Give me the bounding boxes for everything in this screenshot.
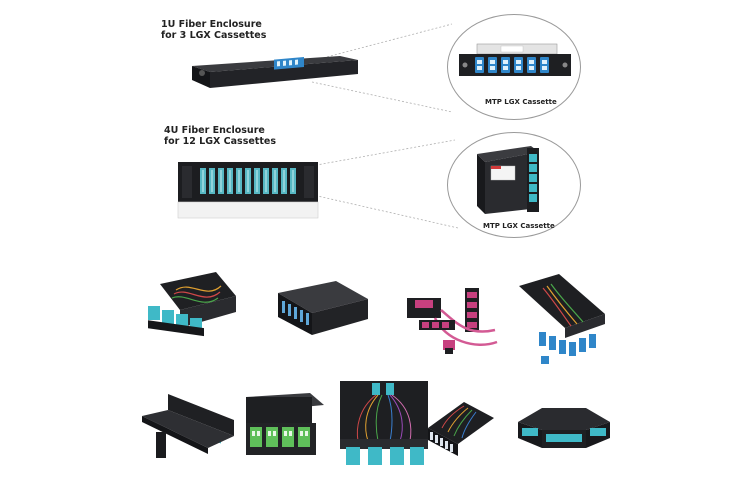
cassette-blue-pigtails-icon [519, 274, 605, 364]
enclosure-4u-caption: 4U Fiber Enclosure for 12 LGX Cassettes [164, 125, 276, 147]
enclosure-4u-icon [177, 162, 319, 219]
enclosure-1u-detail-label: MTP LGX Cassette [485, 98, 557, 106]
enclosure-4u-caption-line2: for 12 LGX Cassettes [164, 136, 276, 147]
cassette-fan-fibers-icon [428, 402, 494, 456]
cassette-covered-icon [278, 281, 368, 335]
cassette-aqua-tilted-icon [142, 394, 234, 458]
cassette-hexagonal-panel-icon [518, 408, 610, 448]
cassette-multicolor-fibers-icon [340, 381, 428, 465]
enclosure-1u-caption-line2: for 3 LGX Cassettes [161, 30, 267, 41]
enclosure-4u-detail-label: MTP LGX Cassette [483, 222, 555, 230]
mtp-lgx-cassette-1u-icon [459, 43, 571, 76]
enclosure-1u-caption-line1: 1U Fiber Enclosure [161, 19, 262, 30]
cassette-magenta-cables-icon [407, 288, 498, 354]
enclosure-4u-caption-line1: 4U Fiber Enclosure [164, 125, 265, 136]
cassette-green-icon [246, 393, 324, 455]
cassette-aqua-open-icon [148, 272, 236, 337]
mtp-lgx-cassette-4u-icon [477, 146, 539, 214]
enclosure-1u-icon [192, 56, 358, 88]
enclosure-1u-caption: 1U Fiber Enclosure for 3 LGX Cassettes [161, 19, 266, 41]
